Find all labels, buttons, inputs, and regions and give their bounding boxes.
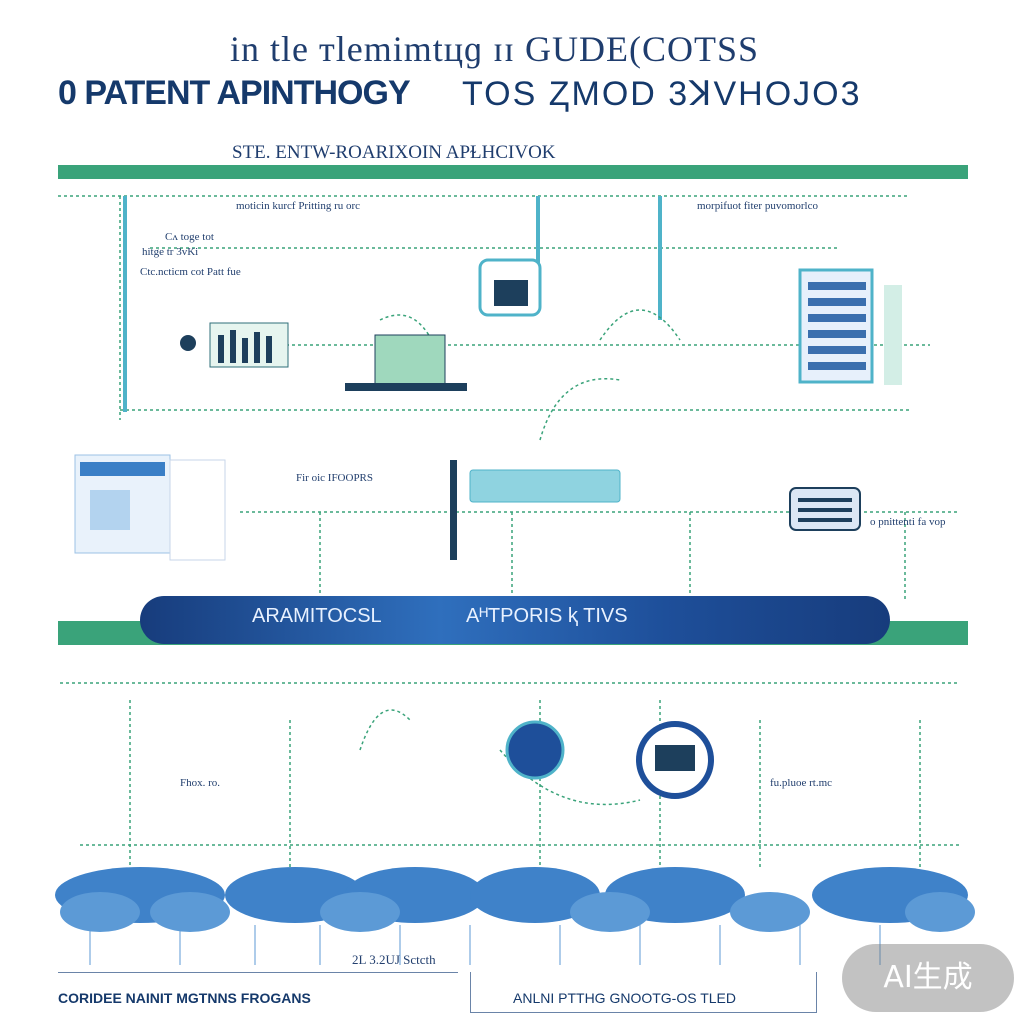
page-title-line-2: TOS ⱫMOD 3ꓘVHOJO3	[462, 75, 862, 113]
page-title-line-1: in tle тlemimtцɡ ɪɪ GUDE(COTSS	[230, 29, 759, 69]
ai-generated-badge: AI生成	[842, 944, 1014, 1012]
note-mid-right: o pnittenti fa vop	[870, 516, 946, 528]
pill-label-right: AᴴTPORIS ⱪ TIVS	[466, 605, 628, 627]
note-top-right: morpifuot fiter puvomorlco	[697, 200, 818, 212]
note-lower-right: fu.pluoe rt.mc	[770, 777, 833, 789]
note-top-center: moticin kurcf Pritting ru orc	[236, 200, 361, 212]
central-blue-pill	[140, 596, 890, 644]
footer-right-label: ANLNI PTTHG GNOOTG-OS TLED	[513, 990, 736, 1006]
page-title-line-2-bold: 0 PATENT APINTHOGY	[58, 74, 411, 112]
note-mid-left: Fir oic IFOOPRS	[296, 472, 374, 484]
footer-left-rule	[58, 972, 458, 973]
note-bottom-mid: 2L 3.2UJ Sctcth	[352, 952, 436, 967]
footer-left-label: CORIDEE NAINIT MGTNNS FROGANS	[58, 990, 311, 1006]
note-lower-left: Fhox. ro.	[180, 777, 221, 789]
pill-label-left: ARAMITOCSL	[252, 605, 382, 627]
footer-right-frame	[470, 972, 817, 1013]
page-subtitle: STE. ENTW-ROARIXOIN APⱢHCIVOK	[232, 142, 556, 163]
note-left-1: Cᴧ toge tot	[165, 231, 214, 243]
note-left-2: hitge tr 3vKi	[142, 246, 199, 258]
top-green-band	[58, 165, 968, 179]
note-left-3: Ctc.ncticm cot Patt fue	[140, 266, 241, 278]
